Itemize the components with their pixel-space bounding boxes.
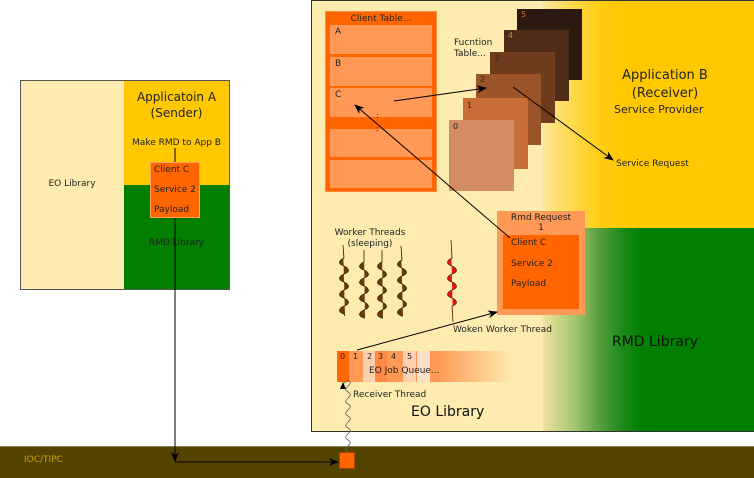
receiver-rmd-library-label: RMD Library [612,334,698,350]
client-table-row-b[interactable]: B [330,57,432,86]
receiver-endpoint[interactable] [339,452,355,469]
rmd-request-fields: Client C Service 2 Payload [503,235,579,309]
job-slot-index-1: 1 [353,352,359,361]
client-table-ellipsis-2: : [376,124,379,133]
sender-message-service: Service 2 [154,185,196,195]
function-index: 4 [508,31,514,40]
receiver-thread-icon [342,379,351,453]
client-table-ellipsis-1: : [376,111,379,120]
job-slot-index-4: 4 [391,352,397,361]
rmd-request-client: Client C [511,238,547,248]
client-table-title: Client Table... [350,14,412,24]
job-queue-slot-4[interactable] [387,351,402,382]
receiver-eo-library-label: EO Library [411,404,485,420]
sender-title-line1: Applicatoin A [136,90,217,104]
sender-message-client: Client C [154,165,190,175]
worker-threads-label-line1: Worker Threads [334,228,406,238]
job-queue-slot-2[interactable] [363,351,375,382]
receiver-thread-arrowhead [340,382,346,389]
rmd-request-title-line1: Rmd Request [510,213,572,223]
job-slot-index-3: 3 [378,352,384,361]
function-index: 1 [467,101,473,110]
job-to-rmd-request-arrow [356,310,498,351]
function-table-title: Fucntion Table... [454,38,492,60]
transport-bar [0,446,754,478]
sender-title-line2: (Sender) [150,106,203,120]
woken-worker-thread-icon [447,239,457,323]
service-request-label: Service Request [616,159,689,169]
sender-action-label: Make RMD to App B [132,138,221,148]
rmd-request-title: Rmd Request 1 [497,213,585,233]
job-queue-slot-6[interactable] [417,351,430,382]
function-index: 5 [521,10,527,19]
worker-thread-icon-1 [339,244,349,317]
function-table-title-line2: Table... [454,49,486,59]
woken-worker-label: Woken Worker Thread [453,325,552,335]
sender-title: Applicatoin A (Sender) [124,89,229,121]
receiver-title: Application B (Receiver) [600,67,730,103]
rmd-request-title-line2: 1 [538,223,544,233]
job-queue-slot-0[interactable] [337,351,349,382]
receiver-title-line1: Application B [622,68,708,83]
receiver-title-line2: (Receiver) [631,86,699,101]
worker-threads-label: Worker Threads (sleeping) [330,228,410,250]
job-queue-slot-1[interactable] [349,351,362,382]
rmd-request-payload: Payload [511,279,547,289]
transport-label: IOC/TIPC [24,455,63,465]
job-slot-index-5: 5 [407,352,413,361]
worker-thread-icon-3 [377,250,387,319]
rmd-request-service: Service 2 [511,259,553,269]
client-row-label: C [335,90,342,100]
job-queue-label: EO Job Queue... [369,366,440,376]
client-table-row-5[interactable] [330,160,432,188]
receiver-subtitle: Service Provider [614,103,704,116]
job-queue-slot-3[interactable] [375,351,387,382]
job-slot-index-2: 2 [367,352,373,361]
function-index: 0 [453,122,459,131]
client-row-label: B [335,59,342,69]
worker-threads-label-line2: (sleeping) [347,239,393,249]
client-row-label: A [335,27,342,37]
client-table-row-a[interactable]: A [330,25,432,54]
rmd-request-to-client-table-arrow [354,104,511,239]
sender-rmd-library-label: RMD Library [148,238,205,248]
job-queue-slot-5[interactable] [403,351,416,382]
worker-thread-icon-4 [397,245,407,317]
client-table-row-c[interactable]: C [330,88,432,117]
sender-eo-library-label: EO Library [48,179,96,189]
client-table-row-4[interactable] [330,129,432,157]
worker-thread-icon-2 [359,250,369,319]
rmd-request-box: Rmd Request 1 Client C Service 2 Payload [497,211,585,315]
sender-message-box: Client C Service 2 Payload [150,162,200,218]
client-to-function-arrow [393,85,487,102]
function-to-service-request-arrow [512,86,614,161]
function-index: 3 [494,54,500,63]
function-table-title-line1: Fucntion [454,38,493,48]
sender-message-payload: Payload [154,205,190,215]
job-slot-index-0: 0 [340,352,346,361]
function-index: 2 [480,75,486,84]
receiver-thread-label: Receiver Thread [353,390,427,400]
function-table-card-0[interactable]: 0 [449,120,514,191]
